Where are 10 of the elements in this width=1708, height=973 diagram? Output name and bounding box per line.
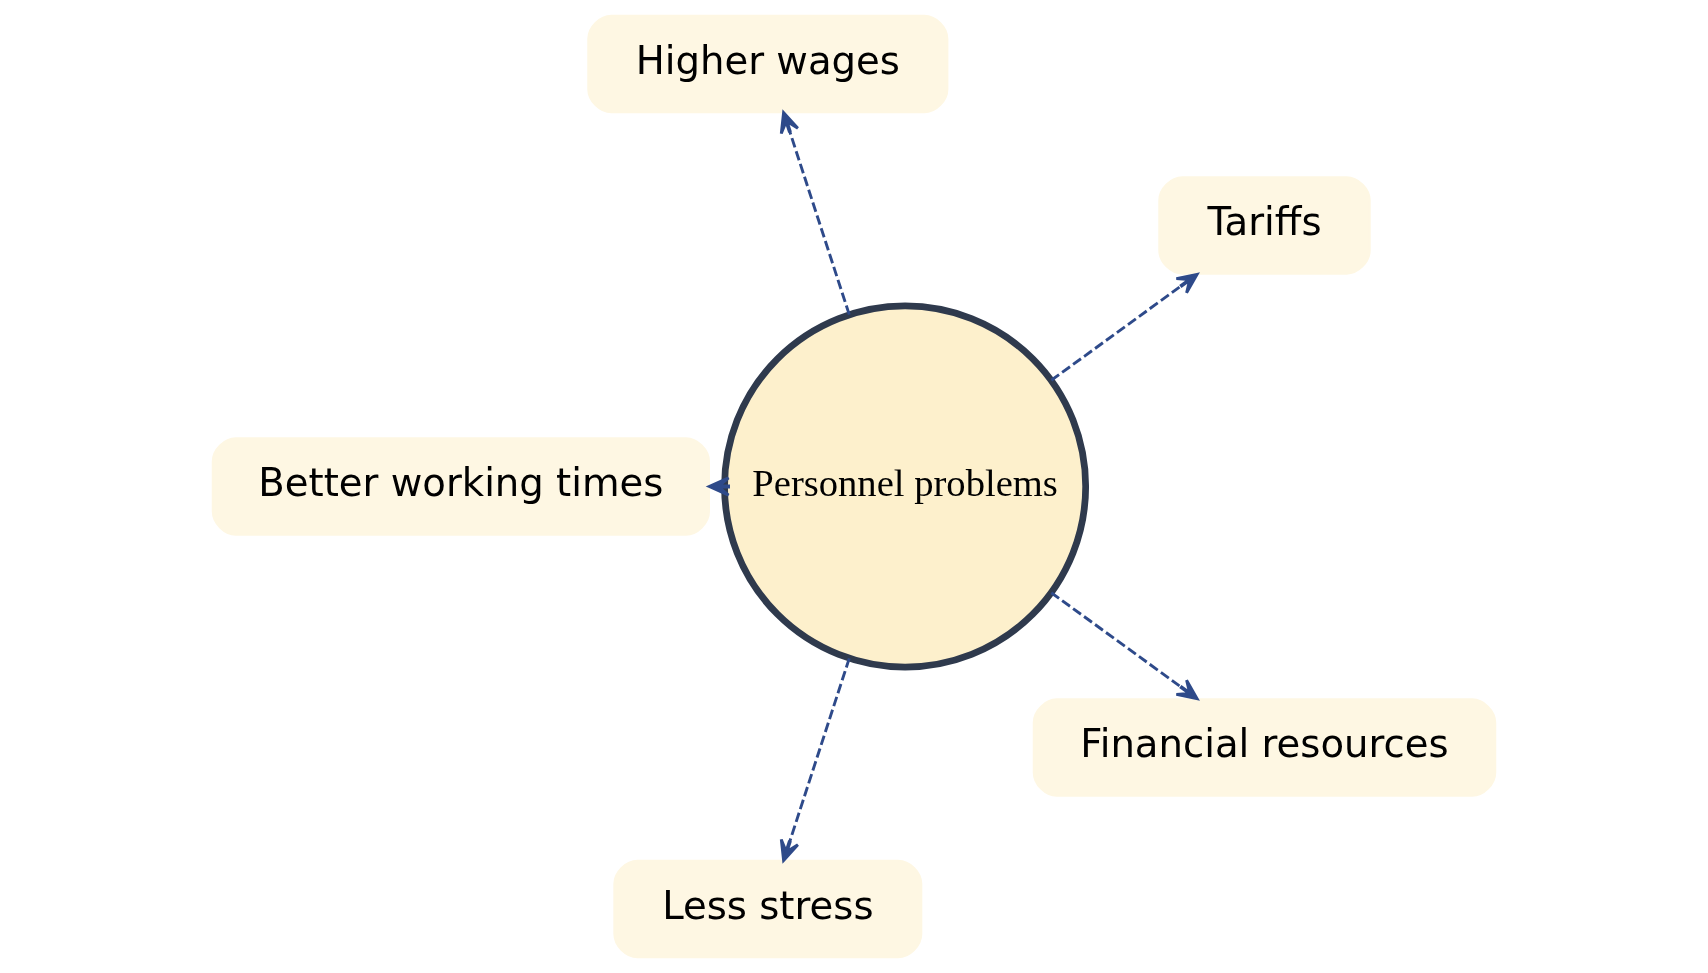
node-box: Tariffs (1158, 176, 1371, 275)
node-box: Higher wages (587, 14, 949, 114)
node-box: Financial resources (1032, 698, 1497, 797)
node-box: Better working times (211, 437, 710, 536)
arrow (1050, 591, 1199, 701)
arrow (707, 476, 730, 497)
node-box: Less stress (613, 859, 923, 959)
arrow (1050, 272, 1199, 382)
arrow (779, 657, 851, 862)
arrow (779, 111, 851, 316)
